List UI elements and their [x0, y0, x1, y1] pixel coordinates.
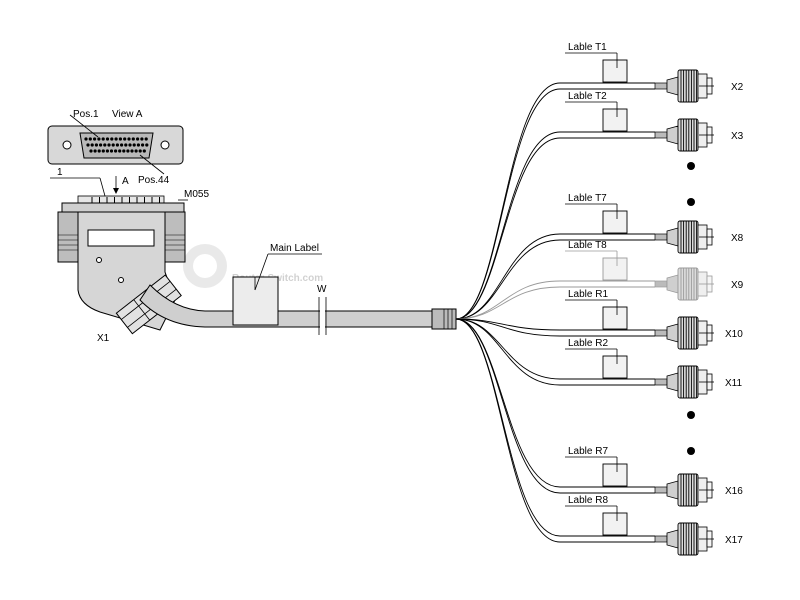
pin-one-label: 1	[57, 167, 63, 178]
label-tag	[602, 257, 628, 281]
branch-cable	[455, 318, 655, 543]
part-code-label: M055	[184, 189, 209, 200]
label-tag	[602, 59, 628, 83]
branch-connector-designator: X17	[725, 535, 743, 546]
main-label-text: Main Label	[270, 243, 319, 254]
branch-cable	[455, 318, 655, 337]
branch-x2: Lable T1 X2	[455, 42, 744, 320]
label-tag	[602, 463, 628, 487]
ellipsis-dot	[687, 447, 695, 455]
main-label-tag	[232, 276, 279, 326]
branch-cable	[455, 286, 655, 320]
cable-designator: W	[317, 284, 327, 295]
branch-cable	[455, 318, 655, 494]
branch-connector-designator: X11	[725, 378, 742, 389]
branch-connector-designator: X8	[731, 233, 744, 244]
bnc-connector-icon	[654, 522, 714, 556]
branch-connector-designator: X3	[731, 131, 744, 142]
view-a-label: View A	[112, 109, 143, 120]
branch-x3: Lable T2 X3	[455, 91, 744, 320]
label-tag	[602, 108, 628, 132]
connector-pins	[84, 137, 149, 153]
bnc-connector-icon	[654, 118, 714, 152]
label-tag	[602, 210, 628, 234]
label-tag	[602, 306, 628, 330]
pos-last-label: Pos.44	[138, 175, 170, 186]
branch-cable	[455, 318, 655, 488]
branch-cable	[455, 137, 655, 320]
main-cable: Main Label W	[139, 243, 457, 335]
bnc-connector-icon	[654, 365, 714, 399]
branch-label: Lable R8	[568, 495, 608, 506]
branch-x9: Lable T8 X9	[455, 240, 744, 320]
branch-cable	[455, 88, 655, 320]
bnc-connector-icon	[654, 220, 714, 254]
bnc-connector-icon	[654, 69, 714, 103]
ellipsis-dot	[687, 411, 695, 419]
watermark-logo-icon	[183, 244, 227, 288]
branch-cable	[455, 318, 655, 386]
connector-face-view: Pos.1 View A Pos.44	[47, 109, 184, 186]
bnc-connector-icon	[654, 473, 714, 507]
bnc-connector-icon	[654, 267, 714, 301]
branch-connector-designator: X9	[731, 280, 744, 291]
branch-label: Lable T7	[568, 193, 607, 204]
continuation-dots	[687, 162, 695, 455]
branch-connector-designator: X16	[725, 486, 743, 497]
connector-x1-designator: X1	[97, 333, 110, 344]
bnc-connector-icon	[654, 316, 714, 350]
branch-connector-designator: X10	[725, 329, 743, 340]
branch-label: Lable T1	[568, 42, 607, 53]
pos-first-label: Pos.1	[73, 109, 99, 120]
branch-x17: Lable R8 X17	[455, 318, 743, 556]
branch-label: Lable T8	[568, 240, 607, 251]
branch-cable	[455, 239, 655, 320]
branch-label: Lable R1	[568, 289, 608, 300]
branch-x10: Lable R1 X10	[455, 289, 743, 350]
view-arrow-label: A	[122, 176, 129, 187]
label-tag	[602, 355, 628, 379]
branch-x16: Lable R7 X16	[455, 318, 743, 507]
branch-label: Lable R2	[568, 338, 608, 349]
label-tag	[602, 512, 628, 536]
ellipsis-dot	[687, 162, 695, 170]
branch-label: Lable R7	[568, 446, 608, 457]
branch-x8: Lable T7 X8	[455, 193, 744, 320]
branch-x11: Lable R2 X11	[455, 318, 742, 399]
ellipsis-dot	[687, 198, 695, 206]
branch-label: Lable T2	[568, 91, 607, 102]
branch-connector-designator: X2	[731, 82, 744, 93]
